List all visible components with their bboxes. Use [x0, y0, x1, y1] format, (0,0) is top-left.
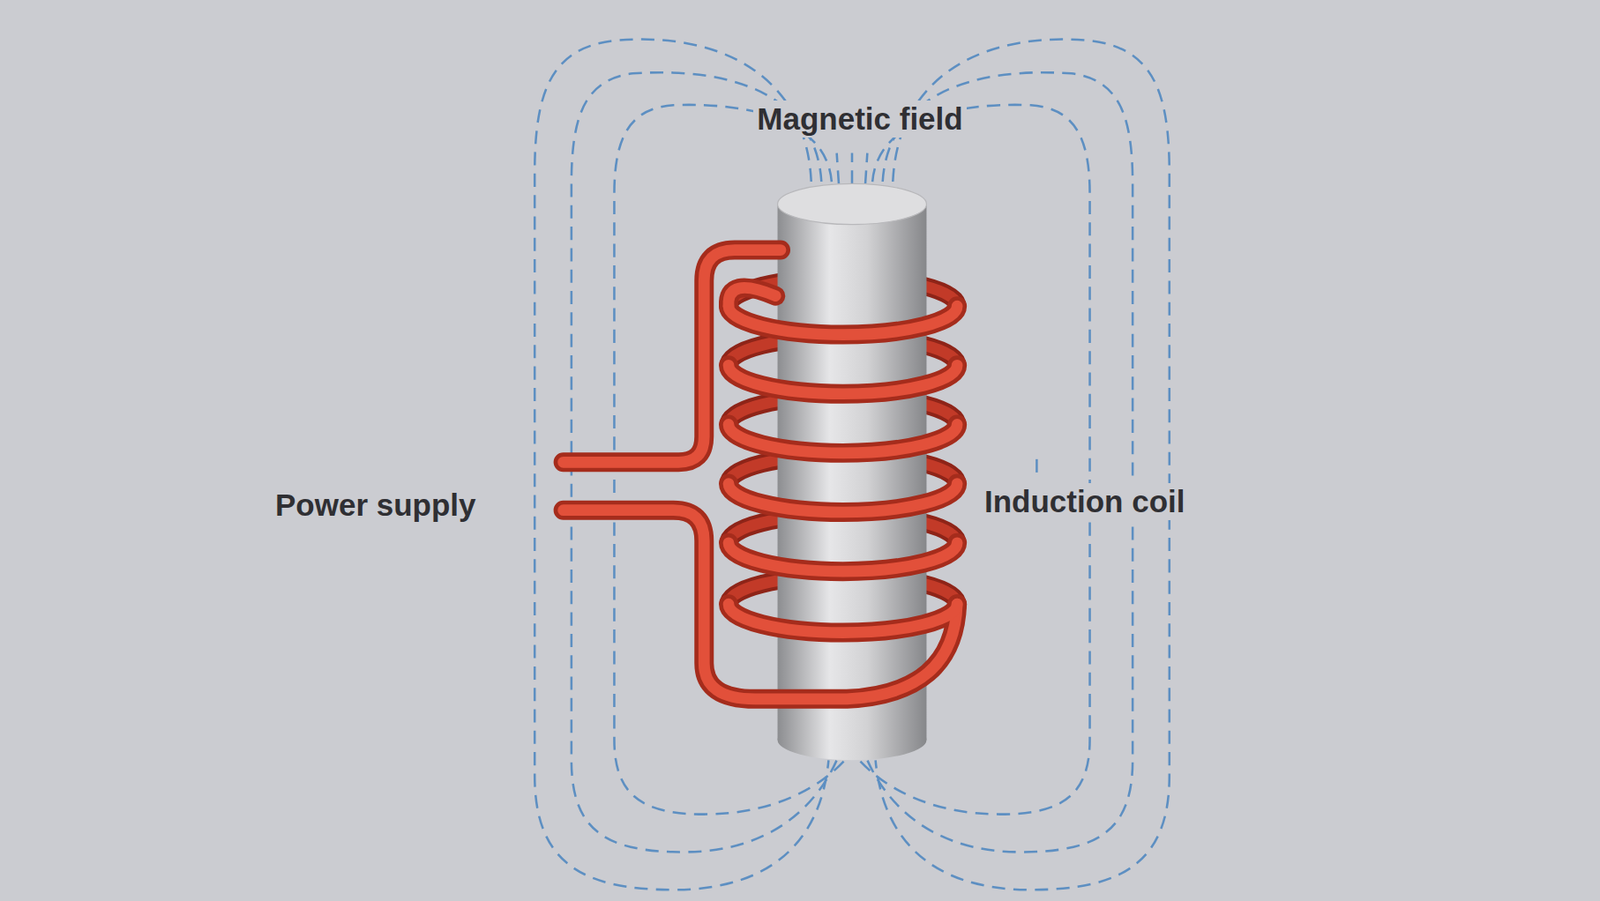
- supply-label: Power supply: [271, 486, 480, 524]
- field-label: Magnetic field: [753, 100, 966, 138]
- workpiece-cylinder: [777, 183, 928, 761]
- coil-front: [563, 250, 958, 700]
- coil-label: Induction coil: [980, 483, 1189, 521]
- field-lines: [534, 39, 1170, 891]
